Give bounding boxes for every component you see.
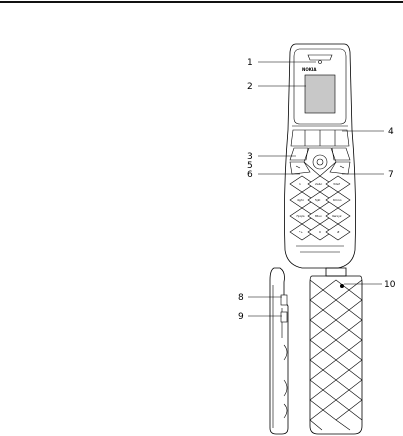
keypad: 1 2abc 3def 4ghi 5jkl 6mno 7pqrs 8tuv 9w… <box>290 176 350 252</box>
brand-logo: NOKIA <box>302 67 317 72</box>
camera-lens <box>340 284 344 288</box>
call-end-glyphs <box>296 166 344 168</box>
end-key <box>330 162 350 174</box>
key-glyph: 3def <box>333 182 341 186</box>
display-screen <box>305 75 335 113</box>
back-lattice-up <box>310 280 362 430</box>
key-glyph: 4ghi <box>297 198 304 202</box>
volume-key-up <box>281 295 287 305</box>
callout-6: 6 <box>247 170 253 180</box>
callout-leaders-side <box>248 297 282 316</box>
key-glyph: 8tuv <box>315 214 322 218</box>
key-glyph: 1 <box>299 182 301 186</box>
key-glyph: 5jkl <box>315 198 320 202</box>
callout-7: 7 <box>388 170 394 180</box>
callout-1: 1 <box>247 58 253 68</box>
keypad-bottom-lines <box>296 246 344 252</box>
key-glyph: 6mno <box>333 198 342 202</box>
navigation-key-frame <box>304 148 336 176</box>
key-glyph: 7pqrs <box>296 214 305 218</box>
navi-key <box>313 155 327 169</box>
callout-4: 4 <box>388 127 394 137</box>
callout-9: 9 <box>238 312 244 322</box>
key-glyph: 0 <box>319 230 321 234</box>
earpiece-dot <box>319 61 322 64</box>
volume-key-down <box>281 312 287 322</box>
phone-front-view: NOKIA <box>258 44 384 268</box>
callout-10: 10 <box>384 280 396 290</box>
side-contour-lines <box>284 345 287 418</box>
back-lattice-down <box>310 280 362 430</box>
earpiece <box>308 55 332 60</box>
key-glyph: 9wxyz <box>332 214 342 218</box>
callout-2: 2 <box>247 82 253 92</box>
callout-8: 8 <box>238 293 244 303</box>
phone-side-view <box>248 268 288 434</box>
key-glyph: *+ <box>299 230 304 234</box>
key-glyph: 2abc <box>315 182 323 186</box>
back-hinge-cap <box>326 268 346 276</box>
key-strip-dividers <box>305 130 335 146</box>
phone-back-view <box>310 268 382 434</box>
navi-key-center <box>317 159 323 165</box>
